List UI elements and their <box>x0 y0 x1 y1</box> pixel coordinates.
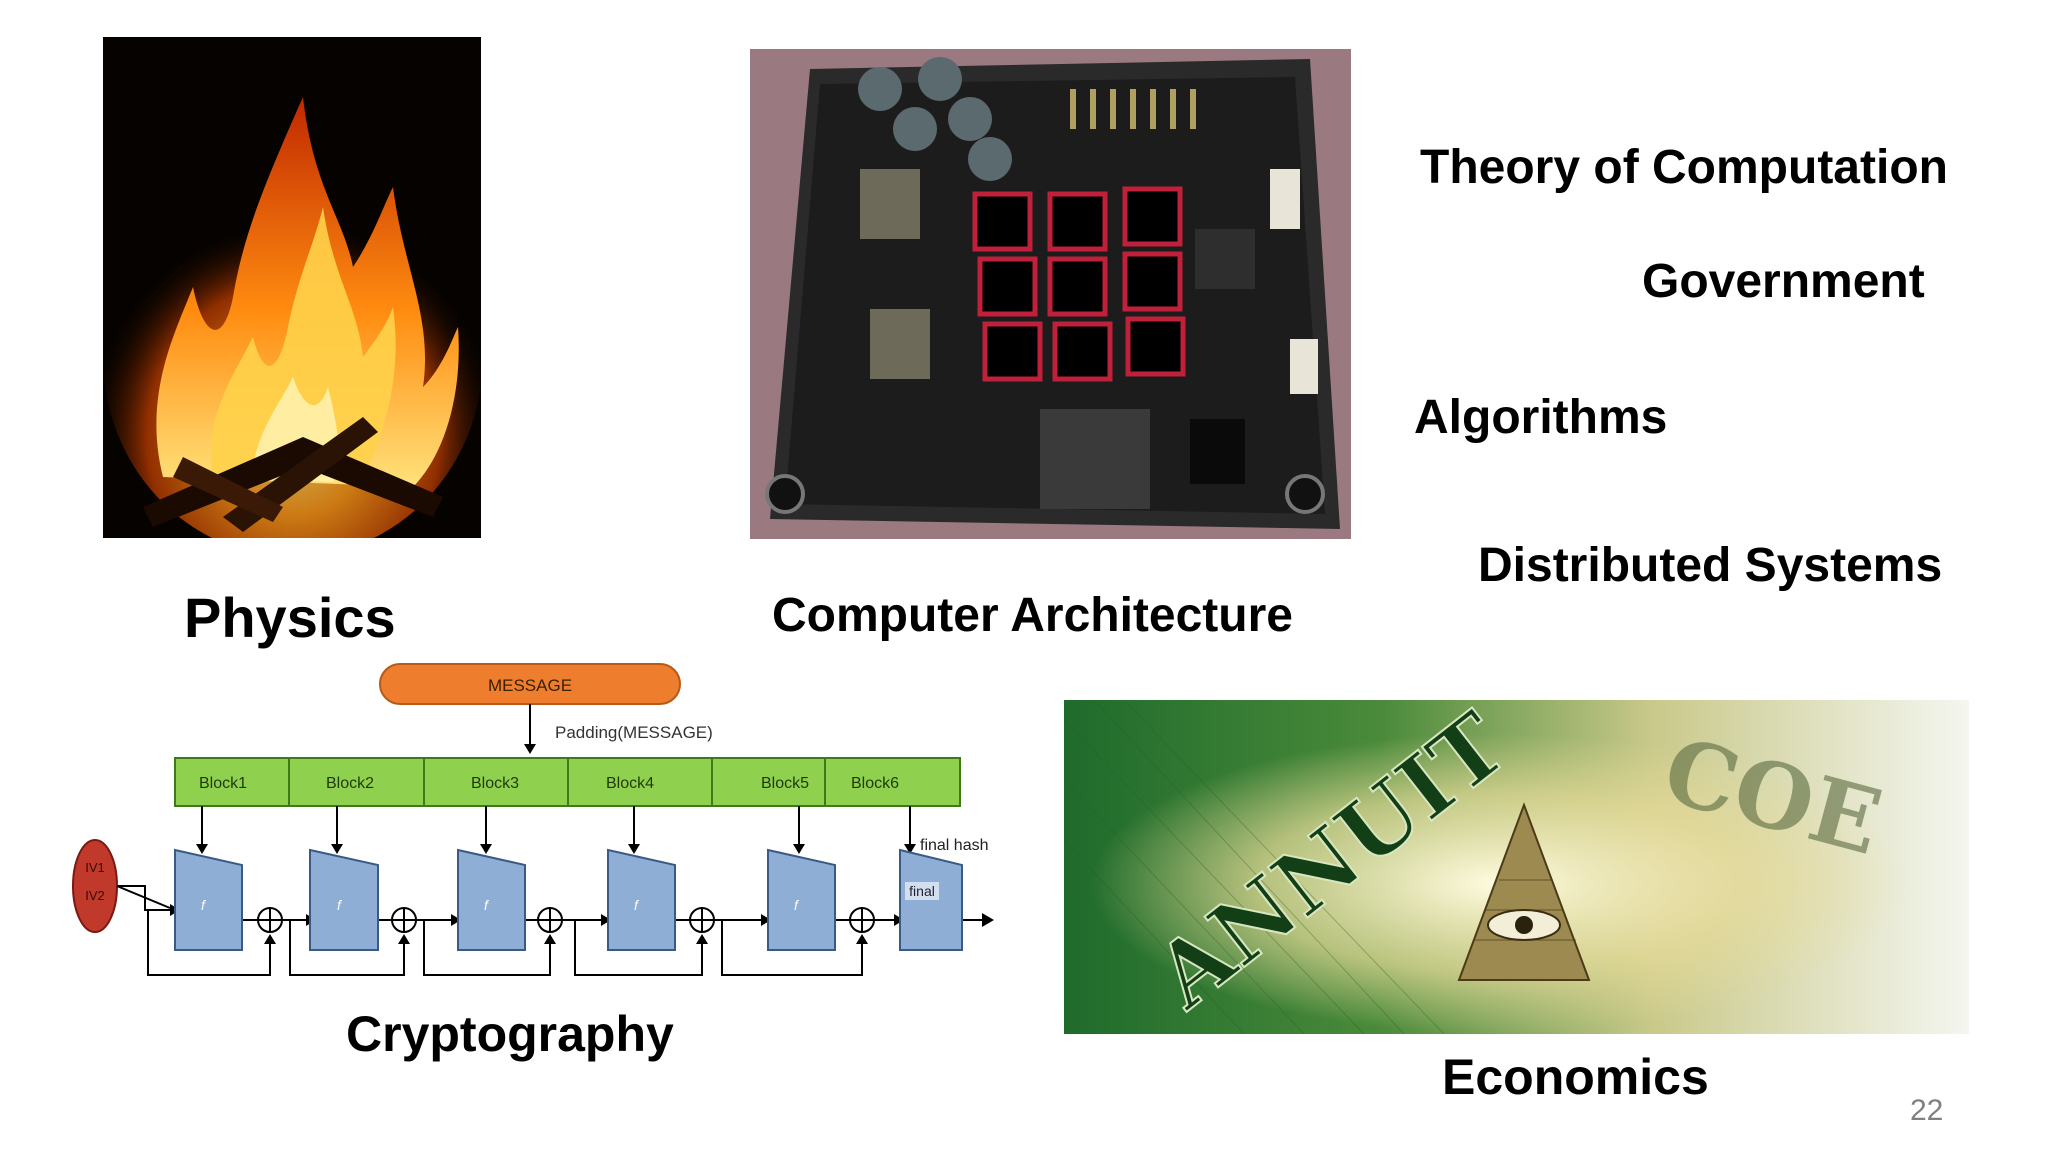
economics-label: Economics <box>1442 1049 1709 1105</box>
distributed-systems-label: Distributed Systems <box>1478 539 1943 592</box>
block-label: Block2 <box>326 775 374 792</box>
algorithms-label: Algorithms <box>1414 391 1668 444</box>
block-label: Block3 <box>471 775 519 792</box>
compress-symbol: f <box>634 897 640 913</box>
compress-symbol: f <box>201 897 207 913</box>
theory-of-computation-label: Theory of Computation <box>1420 141 1948 194</box>
hash-chain-diagram: MESSAGE Padding(MESSAGE) Block1 Block2 B… <box>60 650 1010 990</box>
block-label: Block5 <box>761 775 809 792</box>
pyramid-eye-triangle <box>1457 802 1591 981</box>
iv-label: IV2 <box>85 888 105 903</box>
compress-symbol: f <box>337 897 343 913</box>
slide-number: 22 <box>1910 1094 1944 1127</box>
final-text: final <box>909 883 935 899</box>
block-label: Block4 <box>606 775 654 792</box>
computer-architecture-label: Computer Architecture <box>772 589 1293 642</box>
circuit-board-photo <box>750 49 1351 539</box>
block-label: Block1 <box>199 775 247 792</box>
compress-box <box>607 848 676 951</box>
government-label: Government <box>1642 255 1925 308</box>
physics-label: Physics <box>184 586 396 649</box>
compress-box <box>457 848 526 951</box>
block-label: Block6 <box>851 775 899 792</box>
iv-oval <box>72 839 118 933</box>
compress-symbol: f <box>794 897 800 913</box>
compress-symbol: f <box>484 897 490 913</box>
dollar-bill-photo: ANNUIT COE <box>1064 700 1969 1034</box>
message-text: MESSAGE <box>488 676 572 695</box>
compress-box <box>174 848 243 951</box>
padding-text: Padding(MESSAGE) <box>555 723 713 742</box>
final-hash-text: final hash <box>920 837 989 854</box>
compress-box <box>767 848 836 951</box>
cryptography-label: Cryptography <box>346 1006 674 1062</box>
compress-box <box>309 848 379 951</box>
iv-label: IV1 <box>85 860 105 875</box>
campfire-photo <box>103 37 481 538</box>
